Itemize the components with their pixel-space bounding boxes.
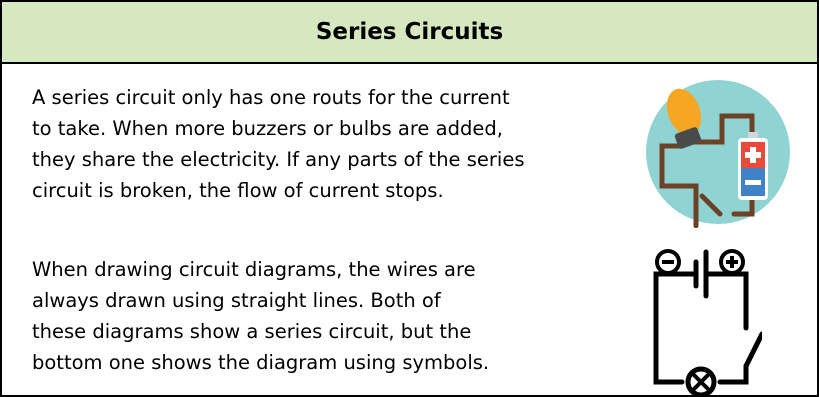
battery-icon	[738, 132, 768, 200]
circuit-symbol-diagram-icon	[653, 249, 762, 396]
light-bulb-icon	[666, 88, 702, 149]
minus-terminal-icon	[655, 249, 681, 275]
paragraph-circuit-diagrams: When drawing circuit diagrams, the wires…	[32, 258, 490, 374]
page-title: Series Circuits	[315, 19, 504, 45]
switch-icon	[743, 331, 762, 369]
paragraph-series-circuit: A series circuit only has one routs for …	[32, 86, 525, 202]
series-circuit-illustration-icon	[646, 80, 790, 228]
lamp-symbol-icon	[685, 366, 717, 396]
plus-terminal-icon	[719, 249, 745, 275]
header-bar: Series Circuits	[2, 2, 817, 64]
